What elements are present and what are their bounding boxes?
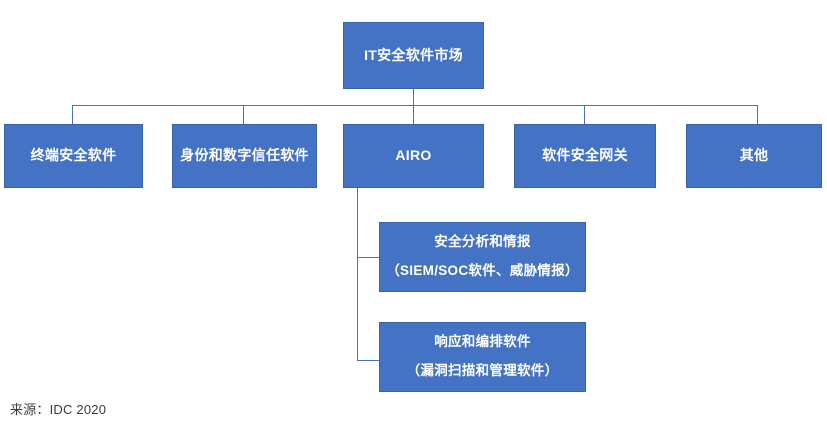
connector-root-stem <box>413 89 414 106</box>
connector-drop-identity-trust <box>243 105 244 124</box>
node-airo-label: AIRO <box>395 147 432 164</box>
node-response-orchestration-software-sublabel: （漏洞扫描和管理软件） <box>406 362 559 378</box>
connector-stub-response-orchestration <box>357 360 379 361</box>
node-root-it-security-software-market[interactable]: IT安全软件市场 <box>343 22 484 89</box>
node-identity-digital-trust-software-label: 身份和数字信任软件 <box>180 147 309 164</box>
node-response-orchestration-software[interactable]: 响应和编排软件 （漏洞扫描和管理软件） <box>379 322 586 392</box>
node-airo[interactable]: AIRO <box>343 124 484 188</box>
node-identity-digital-trust-software[interactable]: 身份和数字信任软件 <box>172 124 317 188</box>
node-security-analytics-intelligence[interactable]: 安全分析和情报 （SIEM/SOC软件、威胁情报） <box>379 222 586 292</box>
node-software-security-gateway-label: 软件安全网关 <box>542 147 628 164</box>
node-root-label: IT安全软件市场 <box>364 46 463 63</box>
connector-drop-airo <box>413 105 414 124</box>
node-other[interactable]: 其他 <box>686 124 822 188</box>
connector-airo-spine <box>357 188 358 361</box>
node-security-analytics-intelligence-label: 安全分析和情报 <box>434 234 531 250</box>
node-security-analytics-intelligence-sublabel: （SIEM/SOC软件、威胁情报） <box>386 262 579 278</box>
connector-drop-security-gateway <box>584 105 585 124</box>
connector-stub-security-analytics <box>357 257 379 258</box>
node-other-label: 其他 <box>739 147 769 164</box>
node-endpoint-security-software-label: 终端安全软件 <box>30 147 117 164</box>
connector-drop-endpoint-security <box>72 105 73 124</box>
node-response-orchestration-software-label: 响应和编排软件 <box>434 334 531 350</box>
node-software-security-gateway[interactable]: 软件安全网关 <box>514 124 656 188</box>
node-endpoint-security-software[interactable]: 终端安全软件 <box>4 124 143 188</box>
connector-drop-other <box>757 105 758 124</box>
connector-level2-bus <box>72 105 758 106</box>
source-note: 来源：IDC 2020 <box>10 402 107 417</box>
